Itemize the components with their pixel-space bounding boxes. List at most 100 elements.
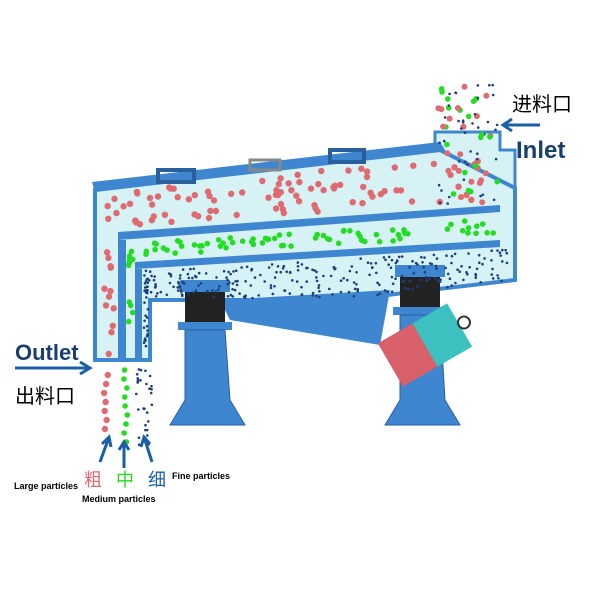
large-particle [166,184,173,191]
fine-particle [378,283,381,287]
large-particle [285,180,292,187]
fine-particle [376,281,379,285]
fine-particle [289,270,292,274]
vibration-motor [377,303,473,387]
large-particle [295,198,303,205]
large-particle [105,350,112,358]
large-particle [410,162,417,169]
fine-particle [353,287,357,291]
medium-particle [128,248,135,255]
inlet-label-en: Inlet [516,137,566,164]
fine-particle [403,279,406,283]
medium-particle [122,403,128,409]
medium-particle [286,231,293,238]
fine-particle [142,407,146,411]
fine-particle [218,284,221,288]
inlet-particle [483,92,490,99]
fine-particle [479,281,483,284]
fine-particle [378,292,382,295]
fine-particle [283,289,286,292]
large-particle [108,329,115,336]
large-particle [451,164,458,171]
fine-particle [400,255,404,258]
large-particle [330,185,338,192]
large-particle [397,187,405,194]
fine-particle [145,428,149,432]
fine-particle [445,254,448,257]
medium-particle [340,228,347,234]
medium-particle [373,231,380,238]
inlet-particle [437,183,441,187]
fine-particle [419,278,422,282]
fine-particle [408,280,412,283]
inlet-particle [450,191,457,197]
fine-particle [339,279,343,283]
fine-particle [245,265,249,269]
fine-particle [222,269,226,273]
fine-particle [146,281,150,285]
fine-particle [422,266,426,269]
large-particle [168,218,175,225]
fine-particle [144,314,147,318]
handle-3 [328,148,366,164]
medium-particle [259,240,266,246]
large-particle [275,180,282,188]
medium-particle [152,246,158,253]
large-particle [363,168,371,175]
inlet-particle [454,105,461,111]
inlet-particle [447,104,451,107]
inlet-particle [439,89,445,95]
medium-particle [490,230,497,236]
large-particle [113,209,120,217]
fine-particle [356,288,360,291]
fine-particle [275,270,278,274]
inlet-particle [494,178,501,185]
medium-particle [198,249,204,255]
fine-particle [181,294,184,298]
fine-particle [226,295,230,298]
fine-particle [197,284,200,287]
fine-particle [238,292,241,295]
fine-particle [143,282,147,285]
medium-particle [444,226,451,232]
large-particle [105,215,112,222]
fine-particle [145,291,149,295]
inlet-particle [455,167,462,174]
fine-particle [193,274,197,278]
fine-particle [317,284,321,287]
large-particle [358,165,365,172]
inlet-particle [466,163,469,166]
fine-particle [172,285,175,289]
medium-particle [123,421,129,427]
large-particle [101,425,109,433]
fine-particle [150,384,153,388]
fine-particle [305,280,309,283]
fine-particle [382,256,386,259]
upper-screen-chute [118,240,126,360]
fine-label-en: Fine particles [172,471,231,481]
inlet-particle [465,187,472,194]
large-particle [103,416,110,424]
inlet-particle [460,127,463,130]
fine-particle [135,392,138,396]
fine-particle [311,291,315,295]
fine-particle [499,254,503,257]
fine-particle [296,269,300,272]
large-particle [174,194,181,201]
fine-particle [169,274,173,278]
fine-particle [186,272,190,276]
fine-particle [395,259,399,262]
fine-particle [496,274,499,277]
fine-particle [282,264,286,268]
medium-particle [276,232,283,238]
inlet-particle [476,96,480,100]
fine-particle [404,286,407,290]
large-particle [320,186,327,194]
medium-particle [215,237,222,243]
fine-particle [490,259,493,262]
fine-particle [149,391,153,395]
inlet-particle [470,98,477,104]
fine-particle [500,279,503,283]
fine-particle [434,277,437,280]
fine-particle [315,279,319,283]
